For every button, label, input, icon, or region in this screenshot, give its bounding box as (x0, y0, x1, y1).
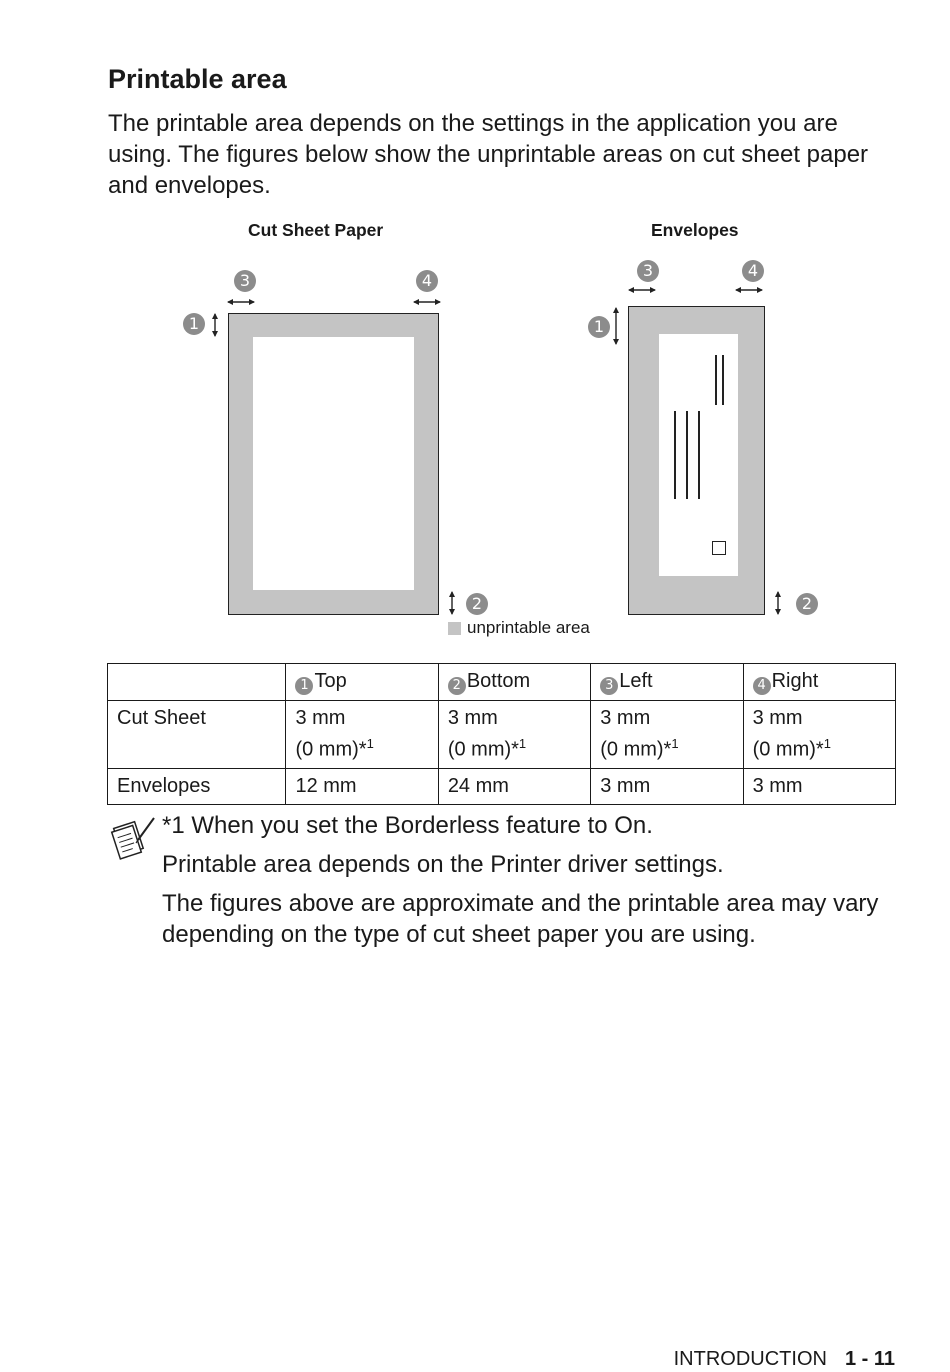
footnote-ref: 1 (671, 736, 679, 751)
cell-alt: (0 mm)* (295, 738, 367, 761)
right-margin-arrow-cut (413, 299, 441, 305)
footer-section: INTRODUCTION (673, 1348, 827, 1370)
cell-alt: (0 mm)* (447, 738, 519, 761)
table-row: Envelopes 12 mm 24 mm 3 mm 3 mm (106, 767, 897, 805)
table-cell: 3 mm (590, 767, 744, 805)
table-cell: 3 mm (0 mm)*1 (590, 700, 744, 769)
table-cell: 3 mm (0 mm)*1 (742, 700, 897, 769)
badge-left-env: 3 (637, 260, 659, 282)
table-cell: 3 mm (742, 767, 897, 805)
bottom-margin-arrow-cut (449, 591, 455, 615)
cut-sheet-printable-area (253, 337, 414, 590)
envelope-diagram (628, 306, 765, 615)
table-cell: 24 mm (437, 767, 592, 805)
table-cell: 12 mm (285, 767, 439, 805)
legend: unprintable area (448, 618, 590, 638)
badge-4-icon: 4 (752, 677, 771, 695)
badge-bottom-env: 2 (796, 593, 818, 615)
cell-alt: (0 mm)* (600, 738, 672, 761)
bottom-margin-arrow-env (775, 591, 781, 615)
left-margin-arrow-env (628, 287, 656, 293)
page-footer: INTRODUCTION 1 - 11 (674, 1348, 895, 1371)
right-margin-arrow-env (735, 287, 763, 293)
cell-value: 3 mm (447, 707, 498, 729)
legend-label: unprintable area (467, 618, 590, 637)
badge-3-icon: 3 (600, 677, 619, 695)
note-footnote: *1 When you set the Borderless feature t… (162, 812, 653, 839)
left-margin-arrow-cut (227, 299, 255, 305)
notes: *1 When you set the Borderless feature t… (162, 810, 902, 958)
note-pad-icon (110, 817, 155, 860)
badge-2-icon: 2 (447, 677, 466, 695)
header-label: Right (771, 670, 819, 692)
row-label: Envelopes (106, 767, 287, 805)
header-label: Top (314, 670, 347, 692)
cell-value: 3 mm (295, 707, 346, 729)
row-label: Cut Sheet (106, 700, 287, 769)
intro-paragraph: The printable area depends on the settin… (108, 110, 869, 199)
badge-top-env: 1 (588, 316, 610, 338)
envelope-address-line (686, 411, 688, 499)
footnote-ref: 1 (823, 736, 831, 751)
envelope-address-line (674, 411, 676, 499)
table-row: Cut Sheet 3 mm(0 mm)*1 3 mm(0 mm)*1 3 mm… (106, 700, 897, 769)
note-driver: Printable area depends on the Printer dr… (162, 851, 724, 878)
badge-right-cut: 4 (416, 270, 438, 292)
note-approximate: The figures above are approximate and th… (162, 890, 879, 948)
top-margin-arrow-env (613, 307, 619, 345)
cell-alt: (0 mm)* (752, 738, 824, 761)
envelope-address-line (698, 411, 700, 499)
badge-top-cut: 1 (183, 313, 205, 335)
table-cell: 3 mm (0 mm)*1 (437, 700, 592, 769)
envelope-address-line (722, 355, 724, 405)
cut-sheet-diagram (228, 313, 439, 615)
header-label: Bottom (466, 670, 531, 692)
cell-value: 3 mm (752, 707, 803, 729)
envelope-stamp (712, 541, 726, 555)
envelope-address-line (715, 355, 717, 405)
top-margin-arrow-cut (212, 313, 218, 337)
table-cell: 3 mm (0 mm)*1 (285, 700, 439, 769)
badge-left-cut: 3 (234, 270, 256, 292)
page-number: 1 - 11 (844, 1348, 895, 1370)
badge-bottom-cut: 2 (466, 593, 488, 615)
cut-sheet-title: Cut Sheet Paper (248, 220, 384, 240)
legend-swatch (448, 621, 461, 635)
cell-value: 3 mm (600, 707, 651, 729)
footnote-ref: 1 (366, 736, 374, 751)
badge-right-env: 4 (742, 260, 764, 282)
badge-1-icon: 1 (295, 677, 314, 695)
footnote-ref: 1 (518, 736, 527, 751)
section-title: Printable area (108, 64, 287, 94)
table-corner-cell (106, 663, 287, 701)
header-label: Left (619, 670, 653, 692)
envelopes-title: Envelopes (651, 220, 739, 240)
